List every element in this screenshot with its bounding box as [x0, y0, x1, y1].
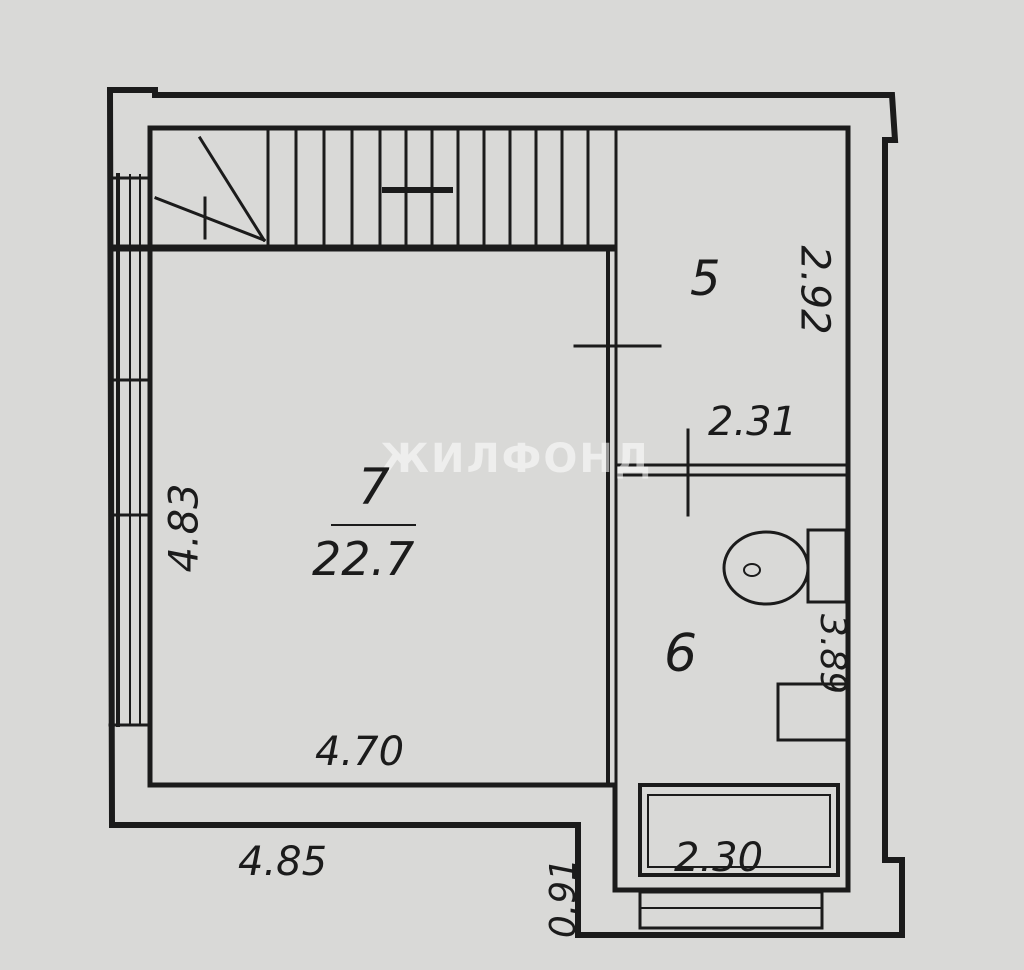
watermark: ЖИЛФОНД: [380, 436, 653, 482]
dim-height-6: 3.89: [812, 613, 854, 695]
dim-top-width-5: 2.31: [708, 399, 798, 445]
toilet-tank: [806, 528, 848, 604]
dim-left-height: 4.83: [161, 483, 208, 573]
entry-threshold: [638, 890, 824, 930]
dim-bath-width: 2.30: [674, 835, 764, 881]
room-7-number: 7: [358, 458, 390, 516]
room-5-number: 5: [690, 251, 721, 307]
dim-small-depth: 0.91: [543, 857, 585, 939]
inner-wall: [147, 125, 851, 893]
outer-wall: [106, 87, 905, 938]
bathtub-inner: [647, 794, 831, 868]
dim-outer-width: 4.85: [238, 839, 328, 885]
bathtub: [638, 783, 840, 877]
toilet-bowl: [722, 530, 810, 606]
room-6-number: 6: [664, 624, 698, 684]
sink: [776, 682, 850, 742]
dim-height-5: 2.92: [791, 245, 838, 335]
room-7-area: 22.7: [312, 532, 415, 586]
toilet-seat: [743, 563, 761, 577]
stair-landing: [154, 135, 267, 243]
dim-bottom-width-7: 4.70: [315, 729, 405, 775]
